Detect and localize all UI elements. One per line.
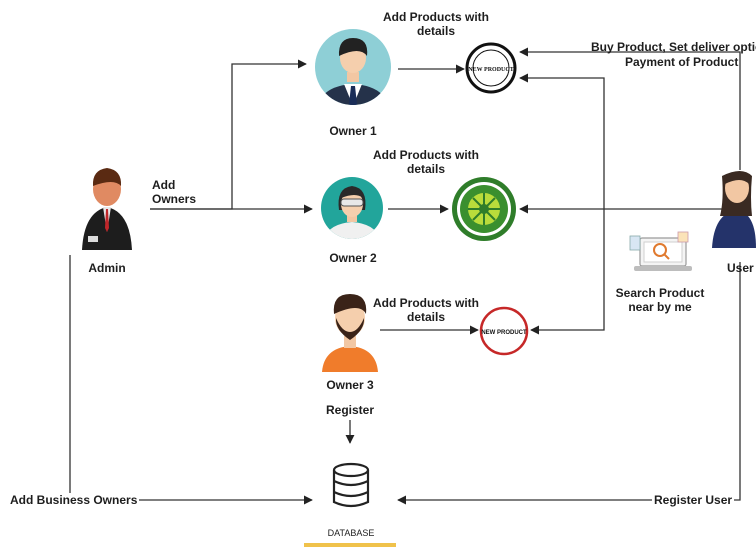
- database-underline: [304, 543, 396, 547]
- owner2-products-label: Add Products with details: [373, 148, 479, 176]
- register-label: Register: [325, 403, 375, 417]
- badge-3-text: NEW PRODUCT: [481, 330, 527, 336]
- badge-1-text: NEW PRODUCT: [468, 67, 513, 73]
- admin-figure: [82, 168, 132, 250]
- buy-product-label-line1: Buy Product, Set deliver option: [591, 40, 756, 54]
- database-icon: [332, 462, 370, 508]
- edge-admin-database: [69, 255, 313, 505]
- add-owners-label: Add Owners: [152, 178, 197, 206]
- user-label: User: [727, 261, 754, 275]
- search-product-label-line2: near by me: [628, 300, 692, 314]
- add-business-owners-label: Add Business Owners: [10, 493, 140, 507]
- admin-label: Admin: [88, 261, 126, 275]
- green-seal-badge-icon: [452, 177, 516, 241]
- owner1-products-label: Add Products with details: [383, 10, 489, 38]
- owner3-label: Owner 3: [326, 378, 374, 392]
- search-laptop-icon: [629, 231, 692, 271]
- owner3-avatar: [322, 294, 378, 372]
- owner1-label: Owner 1: [329, 124, 377, 138]
- owner1-avatar: [315, 29, 391, 105]
- owner3-products-label: Add Products with details: [373, 296, 479, 324]
- buy-product-label-line2: Payment of Product: [625, 55, 739, 69]
- new-product-badge-1: NEW PRODUCT: [465, 42, 517, 94]
- new-product-badge-3: NEW PRODUCT: [479, 306, 529, 356]
- edge-search-bracket: [519, 73, 605, 335]
- edge-user-product1: [519, 47, 741, 170]
- owner2-avatar: [321, 177, 383, 239]
- register-user-label: Register User: [652, 493, 735, 507]
- owner2-label: Owner 2: [329, 251, 377, 265]
- search-product-label-line1: Search Product: [615, 286, 705, 300]
- user-figure: [712, 171, 756, 248]
- database-label: DATABASE: [327, 528, 375, 538]
- connectors: [69, 47, 741, 505]
- edge-user-database: [397, 262, 741, 505]
